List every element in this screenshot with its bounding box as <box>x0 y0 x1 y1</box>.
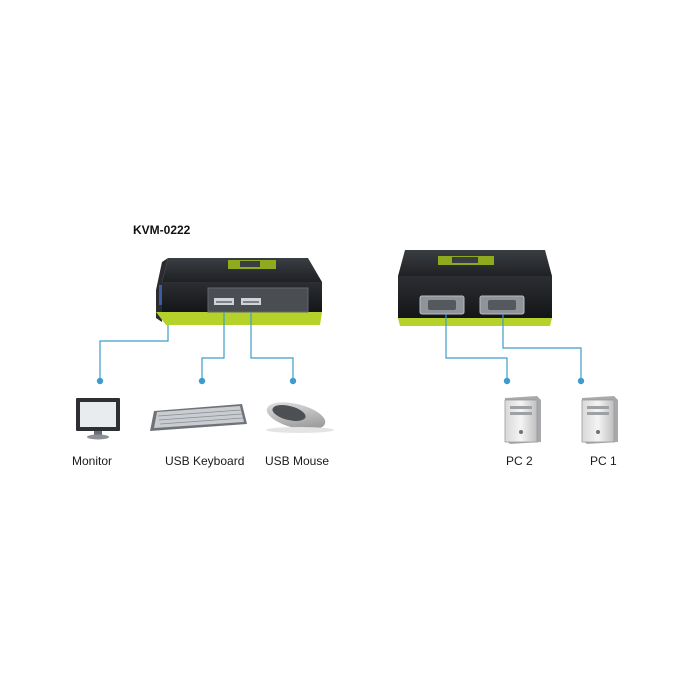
monitor-icon <box>76 398 120 440</box>
keyboard-icon <box>150 404 247 431</box>
connector-lines <box>99 312 582 381</box>
kvm-rear-green-base <box>398 318 552 326</box>
kvm-top-face <box>162 258 322 282</box>
line-monitor <box>99 325 169 381</box>
dot-keyboard <box>198 377 206 385</box>
dot-pc2 <box>503 377 511 385</box>
dot-mouse <box>289 377 297 385</box>
dot-monitor <box>96 377 104 385</box>
line-keyboard <box>201 312 225 381</box>
label-monitor: Monitor <box>72 454 113 468</box>
line-mouse <box>250 312 294 381</box>
pc2-tower-icon <box>504 396 541 444</box>
label-usb-mouse: USB Mouse <box>265 454 330 468</box>
label-pc1: PC 1 <box>590 454 617 468</box>
line-pc1 <box>502 314 582 381</box>
dot-pc1 <box>577 377 585 385</box>
label-usb-keyboard: USB Keyboard <box>165 454 245 468</box>
label-pc2: PC 2 <box>506 454 533 468</box>
mouse-icon <box>266 402 334 433</box>
model-title: KVM-0222 <box>133 223 191 237</box>
kvm-switch-rear <box>398 250 552 326</box>
pc1-tower-icon <box>581 396 618 444</box>
line-pc2 <box>445 314 508 381</box>
kvm-green-base <box>156 312 322 325</box>
kvm-switch-front <box>156 258 322 325</box>
